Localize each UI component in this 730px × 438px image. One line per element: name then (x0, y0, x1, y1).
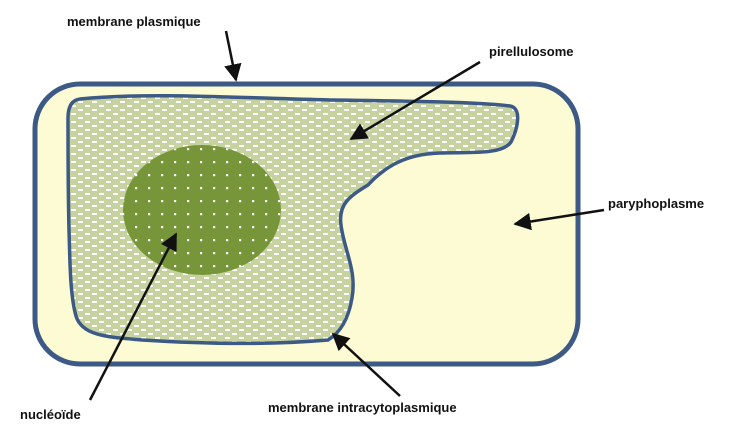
arrow-membrane-plasmique (226, 31, 236, 80)
label-membrane-intracytoplasmique: membrane intracytoplasmique (268, 400, 457, 415)
label-paryphoplasme: paryphoplasme (608, 196, 704, 211)
nucleoid (123, 145, 281, 275)
label-pirellulosome: pirellulosome (489, 44, 574, 59)
label-nucleoide: nucléoïde (20, 407, 81, 422)
label-membrane-plasmique: membrane plasmique (67, 14, 201, 29)
